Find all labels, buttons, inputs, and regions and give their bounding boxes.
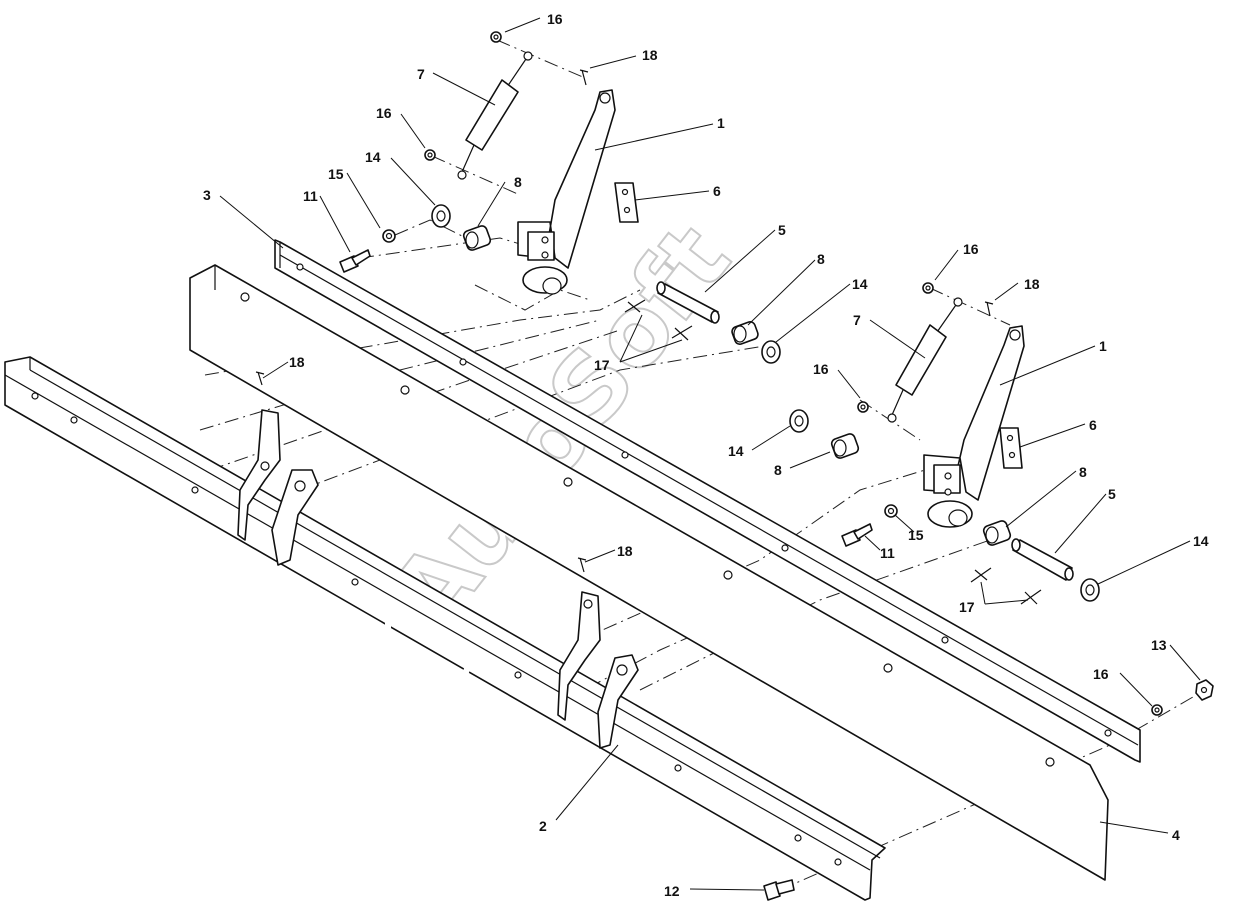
callout-7: 7 [417, 66, 425, 82]
part-13-nut [1195, 679, 1214, 701]
callout-2: 2 [539, 818, 547, 834]
callout-14: 14 [852, 276, 868, 292]
callout-15: 15 [908, 527, 924, 543]
part-7-spring-left [457, 51, 533, 180]
callout-16: 16 [963, 241, 979, 257]
callout-16: 16 [376, 105, 392, 121]
callout-8: 8 [1079, 464, 1087, 480]
callout-1: 1 [1099, 338, 1107, 354]
callout-14: 14 [728, 443, 744, 459]
callout-5: 5 [778, 222, 786, 238]
callout-17: 17 [594, 357, 610, 373]
part-8-bushings [462, 225, 1012, 546]
callout-8: 8 [514, 174, 522, 190]
callout-14: 14 [1193, 533, 1209, 549]
part-1-arm-left [517, 89, 616, 295]
part-18-clips [255, 69, 994, 573]
callout-6: 6 [713, 183, 721, 199]
part-11-bolts [339, 249, 873, 547]
leader-lines [219, 17, 1201, 891]
callout-16: 16 [547, 11, 563, 27]
callout-16: 16 [813, 361, 829, 377]
part-6-plate-right [999, 427, 1023, 469]
bracket-right [557, 591, 639, 749]
part-2-front-bar [4, 356, 886, 901]
callout-5: 5 [1108, 486, 1116, 502]
part-6-plate-left [614, 182, 639, 223]
callout-8: 8 [817, 251, 825, 267]
callout-15: 15 [328, 166, 344, 182]
part-7-spring-right [887, 297, 963, 423]
callout-18: 18 [642, 47, 658, 63]
bracket-left [237, 409, 319, 566]
callout-16: 16 [1093, 666, 1109, 682]
part-5-pin-left [656, 281, 720, 324]
part-16-washers [424, 31, 1163, 716]
callout-18: 18 [289, 354, 305, 370]
callout-18: 18 [617, 543, 633, 559]
callout-7: 7 [853, 312, 861, 328]
part-15-washers [382, 229, 898, 518]
callout-3: 3 [203, 187, 211, 203]
callout-4: 4 [1172, 827, 1180, 843]
part-1-arm-right [923, 325, 1025, 528]
part-5-pin-right [1011, 538, 1074, 581]
callout-11: 11 [303, 188, 318, 204]
part-14-washers [431, 204, 1100, 602]
callout-1: 1 [717, 115, 725, 131]
part-4-plate [189, 264, 1109, 881]
callout-17: 17 [959, 599, 975, 615]
callout-12: 12 [664, 883, 680, 899]
part-12-bolt [763, 879, 795, 901]
part-17-clips [624, 299, 1042, 605]
callout-13: 13 [1151, 637, 1167, 653]
callout-8: 8 [774, 462, 782, 478]
handle [372, 610, 473, 712]
callout-6: 6 [1089, 417, 1097, 433]
callout-labels: 1 1 2 3 4 5 5 6 6 7 7 8 8 8 8 11 11 12 1… [203, 11, 1209, 899]
callout-11: 11 [880, 545, 895, 561]
part-3-upper-bar [274, 239, 1141, 763]
callout-14: 14 [365, 149, 381, 165]
callout-18: 18 [1024, 276, 1040, 292]
